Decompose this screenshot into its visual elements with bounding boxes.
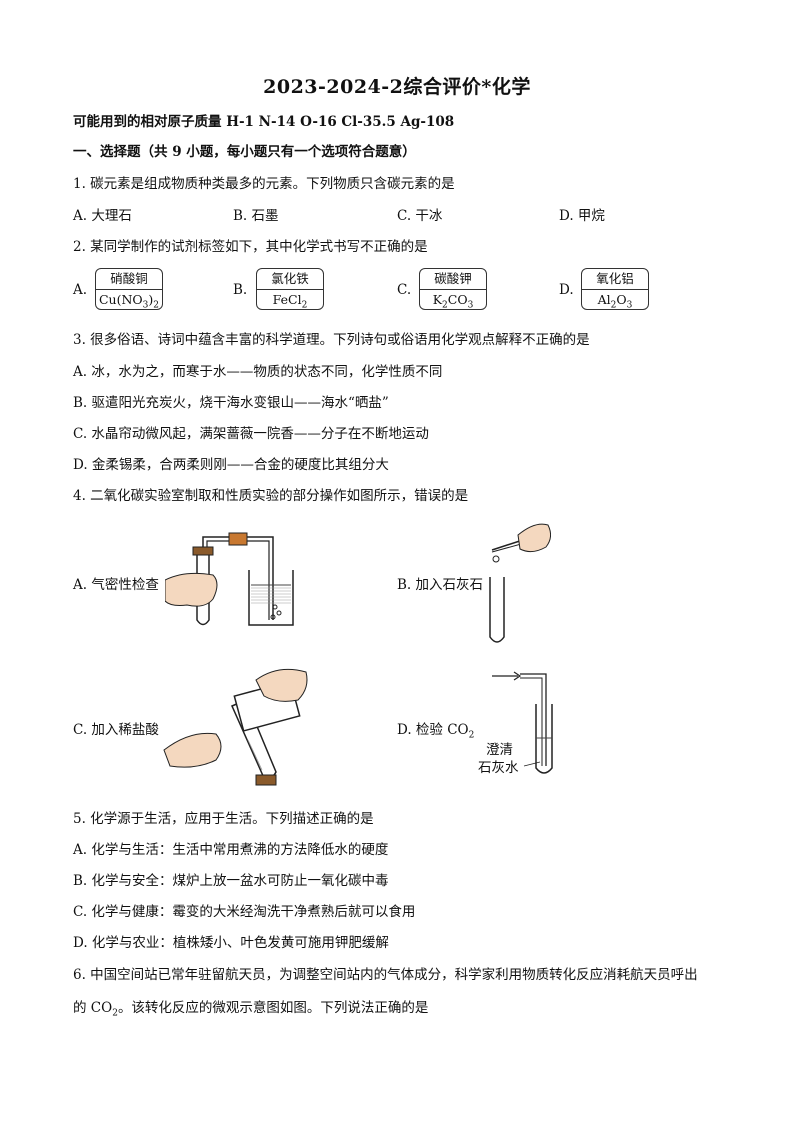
q3-stem: 3. 很多俗语、诗词中蕴含丰富的科学道理。下列诗句或俗语用化学观点解释不正确的是: [73, 332, 590, 348]
section-heading: 一、选择题（共 9 小题，每小题只有一个选项符合题意）: [73, 144, 416, 160]
reagent-name: 硝酸铜: [96, 269, 162, 290]
q4-option-b: B. 加入石灰石: [397, 577, 484, 593]
q2-letter-a: A.: [73, 282, 88, 298]
reagent-label-a: 硝酸铜 Cu(NO3)2: [95, 268, 163, 311]
q4-option-c: C. 加入稀盐酸: [73, 722, 159, 738]
q1-option-c: C. 干冰: [397, 208, 443, 224]
reagent-label-b: 氯化铁 FeCl2: [256, 268, 324, 311]
q4-stem: 4. 二氧化碳实验室制取和性质实验的部分操作如图所示，错误的是: [73, 488, 469, 504]
q2-letter-c: C.: [397, 282, 412, 298]
q5-stem: 5. 化学源于生活，应用于生活。下列描述正确的是: [73, 811, 374, 827]
q1-stem: 1. 碳元素是组成物质种类最多的元素。下列物质只含碳元素的是: [73, 176, 455, 192]
q5-option-c: C. 化学与健康：霉变的大米经淘洗干净煮熟后就可以食用: [73, 904, 416, 920]
q3-option-b: B. 驱遣阳光充炭火，烧干海水变银山——海水“晒盐”: [73, 395, 389, 411]
q2-stem: 2. 某同学制作的试剂标签如下，其中化学式书写不正确的是: [73, 239, 428, 255]
q1-option-d: D. 甲烷: [559, 208, 605, 224]
testing-co2-figure: [492, 671, 553, 774]
q3-option-c: C. 水晶帘动微风起，满架蔷薇一院香——分子在不断地运动: [73, 426, 429, 442]
reagent-name: 氯化铁: [257, 269, 323, 290]
page-title: 2023-2024-2综合评价*化学: [263, 76, 531, 98]
lime-water-label-2: 石灰水: [478, 760, 519, 776]
reagent-formula: K2CO3: [432, 292, 474, 311]
q6-line2: 的 CO2。该转化反应的微观示意图如图。下列说法正确的是: [73, 1000, 429, 1019]
airtightness-check-figure: [165, 532, 294, 626]
adding-acid-figure: [163, 668, 308, 786]
lime-water-label-1: 澄清: [486, 742, 513, 758]
q5-option-d: D. 化学与农业：植株矮小、叶色发黄可施用钾肥缓解: [73, 935, 389, 951]
reagent-formula: Cu(NO3)2: [98, 292, 160, 311]
q2-letter-b: B.: [233, 282, 248, 298]
adding-limestone-figure: [489, 523, 552, 643]
q3-option-a: A. 冰，水为之，而寒于水——物质的状态不同，化学性质不同: [73, 364, 443, 380]
reagent-name: 碳酸钾: [420, 269, 486, 290]
q1-option-a: A. 大理石: [73, 208, 132, 224]
q6-line1: 6. 中国空间站已常年驻留航天员，为调整空间站内的气体成分，科学家利用物质转化反…: [73, 967, 698, 983]
q5-option-b: B. 化学与安全：煤炉上放一盆水可防止一氧化碳中毒: [73, 873, 389, 889]
q1-option-b: B. 石墨: [233, 208, 279, 224]
reagent-name: 氧化铝: [582, 269, 648, 290]
reagent-formula: FeCl2: [272, 292, 308, 311]
reagent-label-c: 碳酸钾 K2CO3: [419, 268, 487, 311]
q4-option-a: A. 气密性检查: [73, 577, 159, 593]
q2-letter-d: D.: [559, 282, 574, 298]
atomic-masses: 可能用到的相对原子质量 H-1 N-14 O-16 Cl-35.5 Ag-108: [73, 114, 455, 130]
q4-option-d: D. 检验 CO2: [397, 722, 475, 741]
reagent-label-d: 氧化铝 Al2O3: [581, 268, 649, 311]
q5-option-a: A. 化学与生活：生活中常用煮沸的方法降低水的硬度: [73, 842, 389, 858]
q3-option-d: D. 金柔锡柔，合两柔则刚——合金的硬度比其组分大: [73, 457, 389, 473]
reagent-formula: Al2O3: [597, 292, 633, 311]
